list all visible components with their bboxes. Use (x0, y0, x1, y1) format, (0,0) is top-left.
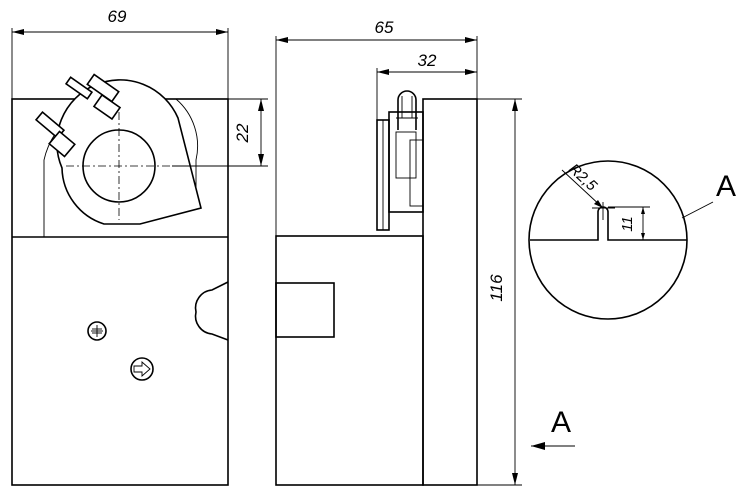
dim-shaft-offset-label: 22 (233, 123, 252, 143)
detail-a: 11 R2,5 A (528, 160, 736, 320)
dim-side-top-width-label: 32 (418, 51, 437, 70)
dim-slot-depth: 11 (608, 206, 650, 241)
view-arrow-a: A (531, 406, 575, 450)
shaft-clamp (56, 79, 202, 225)
screw-plus-icon (87, 321, 107, 341)
detail-leader (681, 201, 714, 219)
side-clamp-assembly (376, 90, 424, 231)
dim-slot-depth-label: 11 (619, 216, 636, 232)
dim-slot-radius: R2,5 (561, 160, 604, 209)
detail-label: A (716, 170, 736, 203)
dim-side-top-width: 32 (376, 51, 477, 120)
side-body-tall (422, 98, 478, 486)
dim-front-width-label: 69 (108, 7, 127, 26)
side-release-knob (275, 282, 335, 338)
dim-side-width-label: 65 (375, 18, 394, 37)
view-label: A (551, 406, 571, 439)
dim-height-label: 116 (487, 274, 506, 302)
dim-shaft-offset: 22 (172, 98, 268, 167)
clamp-bolt-upper (64, 73, 122, 121)
side-view: 65 32 (275, 18, 522, 486)
dim-height: 116 (477, 98, 522, 486)
dim-front-width: 69 (11, 7, 229, 99)
manual-release-button (194, 281, 229, 341)
screw-arrow-icon (130, 357, 154, 381)
detail-slot-profile (530, 206, 687, 241)
dim-side-width: 65 (275, 18, 478, 236)
clamp-bolt-lower (34, 111, 76, 158)
front-view: 69 22 (11, 7, 268, 486)
side-body-lower (275, 235, 424, 486)
front-inner-contour-right (175, 98, 199, 210)
